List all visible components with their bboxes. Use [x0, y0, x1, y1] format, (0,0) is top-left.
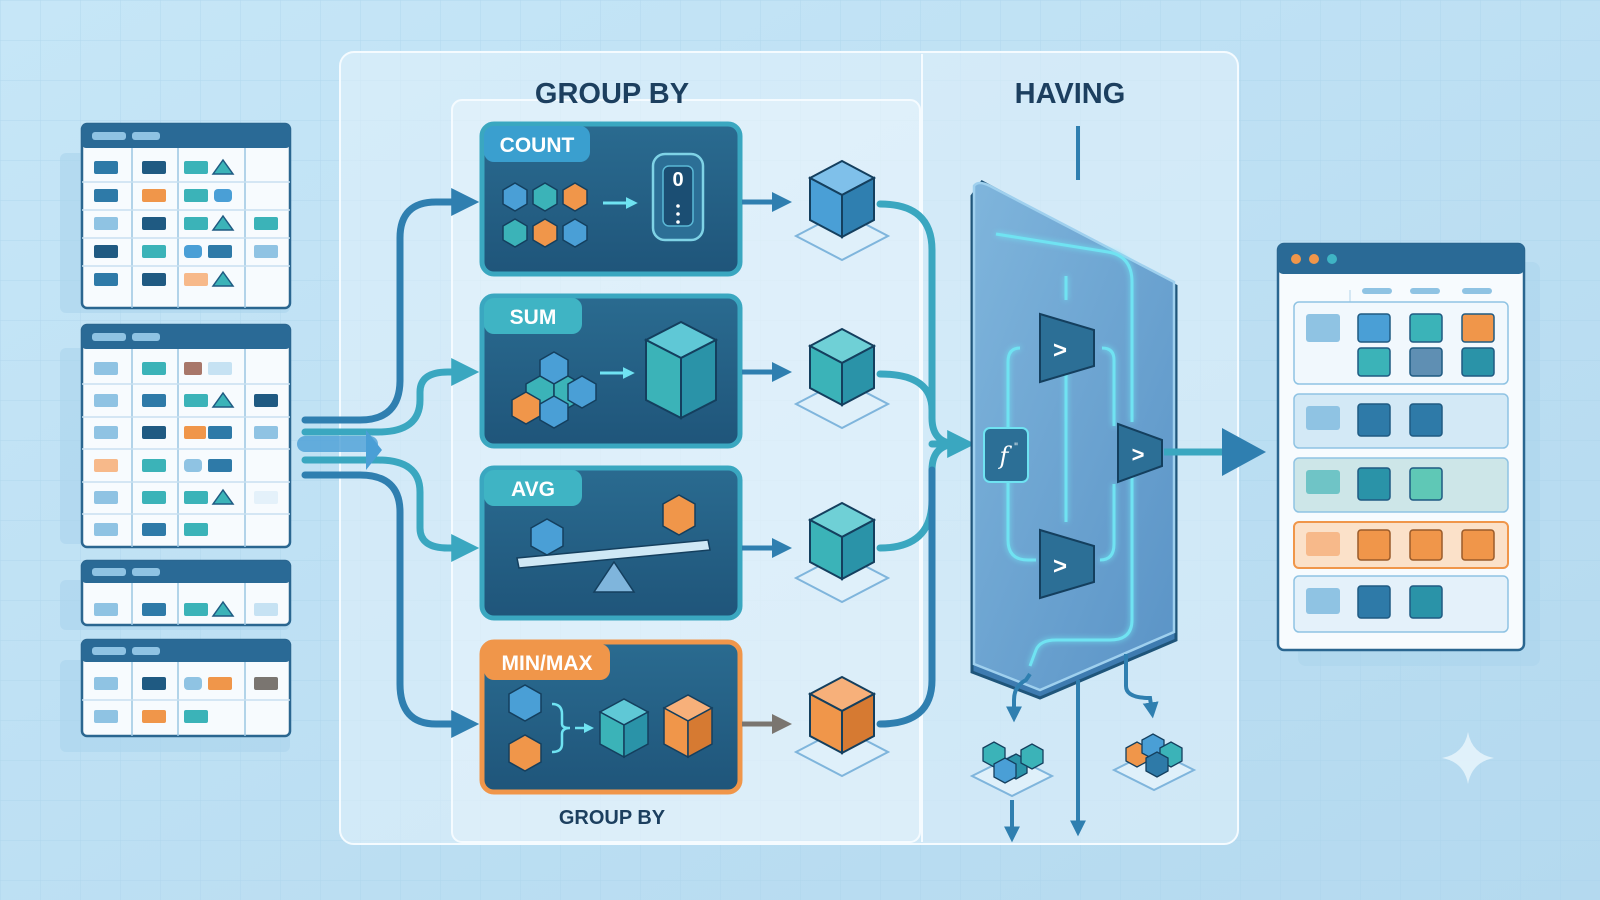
source-table-4: [60, 638, 292, 752]
avg-label: AVG: [511, 478, 555, 501]
counter-icon: 0: [651, 152, 705, 242]
table-row: [1293, 521, 1509, 569]
group-by-footer: GROUP BY: [559, 807, 666, 829]
aggregate-min-max: MIN/MAX: [479, 639, 743, 795]
counter-value: 0: [672, 169, 683, 191]
cube-icon: [793, 159, 891, 262]
comparator-icon: >: [1117, 422, 1163, 484]
source-table-1: [60, 122, 292, 313]
cube-icon: [793, 501, 891, 604]
aggregate-output-arrows: [742, 192, 792, 734]
sum-label: SUM: [510, 306, 557, 329]
cube-icon: [511, 351, 597, 429]
having-io-arrows: [1004, 126, 1159, 843]
comparator-symbol: >: [1132, 442, 1145, 467]
balance-scale-icon: [516, 494, 711, 593]
source-table-2: [60, 323, 292, 549]
svg-text:": ": [1014, 442, 1019, 453]
input-flow-arrows: [297, 188, 480, 738]
filtered-out-cubes: [1111, 733, 1197, 792]
aggregate-count: COUNT 0: [479, 121, 743, 277]
group-by-title: GROUP BY: [535, 78, 689, 110]
comparator-icon: >: [1039, 312, 1095, 384]
merge-arrows: [876, 200, 976, 728]
min-max-label: MIN/MAX: [502, 652, 593, 675]
comparator-symbol: >: [1053, 553, 1067, 580]
comparator-symbol: >: [1053, 337, 1067, 364]
aggregate-sum: SUM: [479, 293, 743, 449]
aggregate-avg: AVG: [479, 465, 743, 621]
cube-icon: [643, 320, 719, 420]
filtered-out-cubes: [969, 741, 1055, 798]
source-table-3: [60, 559, 292, 630]
result-table: [1276, 242, 1540, 666]
cube-icon: [793, 675, 891, 778]
sparkle-icon: [1442, 732, 1494, 784]
cube-icon: [793, 327, 891, 430]
source-tables: [60, 122, 292, 752]
function-icon: f ": [983, 427, 1029, 483]
table-row: [1293, 575, 1509, 633]
comparator-icon: >: [1039, 528, 1095, 600]
cube-icon: [508, 684, 714, 772]
having-title: HAVING: [1015, 78, 1126, 110]
result-cubes: [793, 159, 891, 778]
table-row: [1293, 457, 1509, 513]
cube-icon: [502, 182, 588, 248]
table-row: [1293, 301, 1509, 385]
having-filter: > > > f ": [970, 180, 1178, 700]
count-label: COUNT: [500, 134, 575, 157]
output-arrow: [1164, 428, 1266, 476]
table-row: [1293, 393, 1509, 449]
